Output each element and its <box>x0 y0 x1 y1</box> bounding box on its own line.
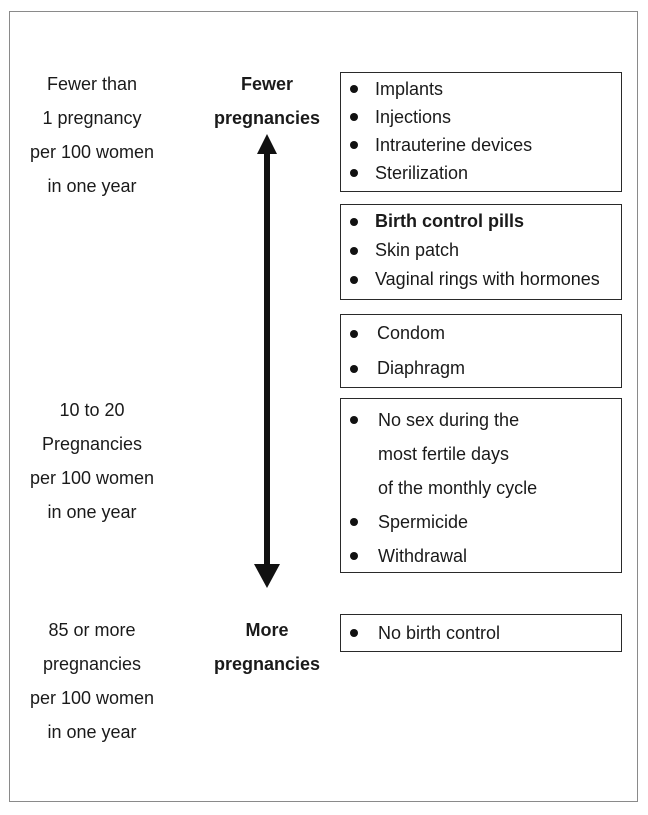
rate-middle-line: per 100 women <box>29 468 155 488</box>
rate-bottom-line: pregnancies <box>42 654 142 674</box>
method-item: Skin patch <box>341 236 621 265</box>
method-item: Sterilization <box>341 159 621 187</box>
rate-top-line: Fewer than <box>46 74 138 94</box>
method-item-label: Implants <box>375 79 444 99</box>
method-item-label: Injections <box>375 107 452 127</box>
rate-bottom-line: 85 or more <box>48 620 136 640</box>
method-item: No sex during the <box>341 403 621 437</box>
method-item-label: Spermicide <box>378 512 469 532</box>
method-item-continuation: most fertile days <box>341 437 621 471</box>
bullet-icon <box>350 629 358 637</box>
method-item: Implants <box>341 75 621 103</box>
method-item-label: Skin patch <box>375 240 460 260</box>
method-item: No birth control <box>341 616 621 650</box>
bullet-icon <box>350 141 358 149</box>
method-item-label: most fertile days <box>378 444 510 464</box>
method-item: Birth control pills <box>341 207 621 236</box>
method-item: Diaphragm <box>341 351 621 386</box>
bullet-icon <box>350 169 358 177</box>
rate-middle-line: 10 to 20 <box>59 400 125 420</box>
method-group-most-effective: Implants Injections Intrauterine devices… <box>340 72 622 192</box>
bullet-icon <box>350 217 358 226</box>
bullet-icon <box>350 85 358 93</box>
method-item-label: Condom <box>377 323 446 343</box>
method-group-hormonal: Birth control pills Skin patch Vaginal r… <box>340 204 622 300</box>
bullet-icon <box>350 552 358 560</box>
direction-fewer-line: pregnancies <box>213 108 321 128</box>
diagram-frame <box>9 11 638 802</box>
method-item-label: No sex during the <box>378 410 520 430</box>
rate-middle-line: Pregnancies <box>41 434 143 454</box>
rate-middle-line: in one year <box>47 502 137 522</box>
direction-fewer-line: Fewer <box>240 74 294 94</box>
double-headed-arrow <box>254 134 280 588</box>
rate-top-line: per 100 women <box>29 142 155 162</box>
method-item: Condom <box>341 316 621 351</box>
method-item-label: Intrauterine devices <box>375 135 533 155</box>
method-item-label: Diaphragm <box>377 358 466 378</box>
rate-label-middle: 10 to 20 Pregnancies per 100 women in on… <box>18 393 166 529</box>
method-item: Withdrawal <box>341 539 621 573</box>
bullet-icon <box>350 364 358 373</box>
arrow-head-up <box>257 134 277 154</box>
method-item-label: of the monthly cycle <box>378 478 538 498</box>
method-group-none: No birth control <box>340 614 622 652</box>
method-item-label: Sterilization <box>375 163 469 183</box>
rate-bottom-line: in one year <box>47 722 137 742</box>
direction-more-line: pregnancies <box>213 654 321 674</box>
method-item: Injections <box>341 103 621 131</box>
bullet-icon <box>350 518 358 526</box>
method-item: Vaginal rings with hormones <box>341 265 621 294</box>
bullet-icon <box>350 275 358 284</box>
method-item-label: No birth control <box>378 623 501 643</box>
direction-label-more: More pregnancies <box>200 613 334 681</box>
rate-label-bottom: 85 or more pregnancies per 100 women in … <box>18 613 166 749</box>
method-item-label: Vaginal rings with hormones <box>375 269 600 289</box>
method-item: Intrauterine devices <box>341 131 621 159</box>
bullet-icon <box>350 113 358 121</box>
method-item: Spermicide <box>341 505 621 539</box>
bullet-icon <box>350 329 358 338</box>
method-item-label: Birth control pills <box>375 211 525 231</box>
direction-more-line: More <box>245 620 289 640</box>
arrow-head-down <box>254 564 280 588</box>
rate-bottom-line: per 100 women <box>29 688 155 708</box>
method-item-label: Withdrawal <box>378 546 468 566</box>
rate-top-line: in one year <box>47 176 137 196</box>
bullet-icon <box>350 416 358 424</box>
rate-top-line: 1 pregnancy <box>42 108 142 128</box>
method-group-behavioral: No sex during the most fertile days of t… <box>340 398 622 573</box>
arrow-shaft <box>264 152 270 568</box>
bullet-icon <box>350 246 358 255</box>
rate-label-top: Fewer than 1 pregnancy per 100 women in … <box>18 67 166 203</box>
direction-label-fewer: Fewer pregnancies <box>200 67 334 135</box>
method-item-continuation: of the monthly cycle <box>341 471 621 505</box>
method-group-barrier: Condom Diaphragm <box>340 314 622 388</box>
